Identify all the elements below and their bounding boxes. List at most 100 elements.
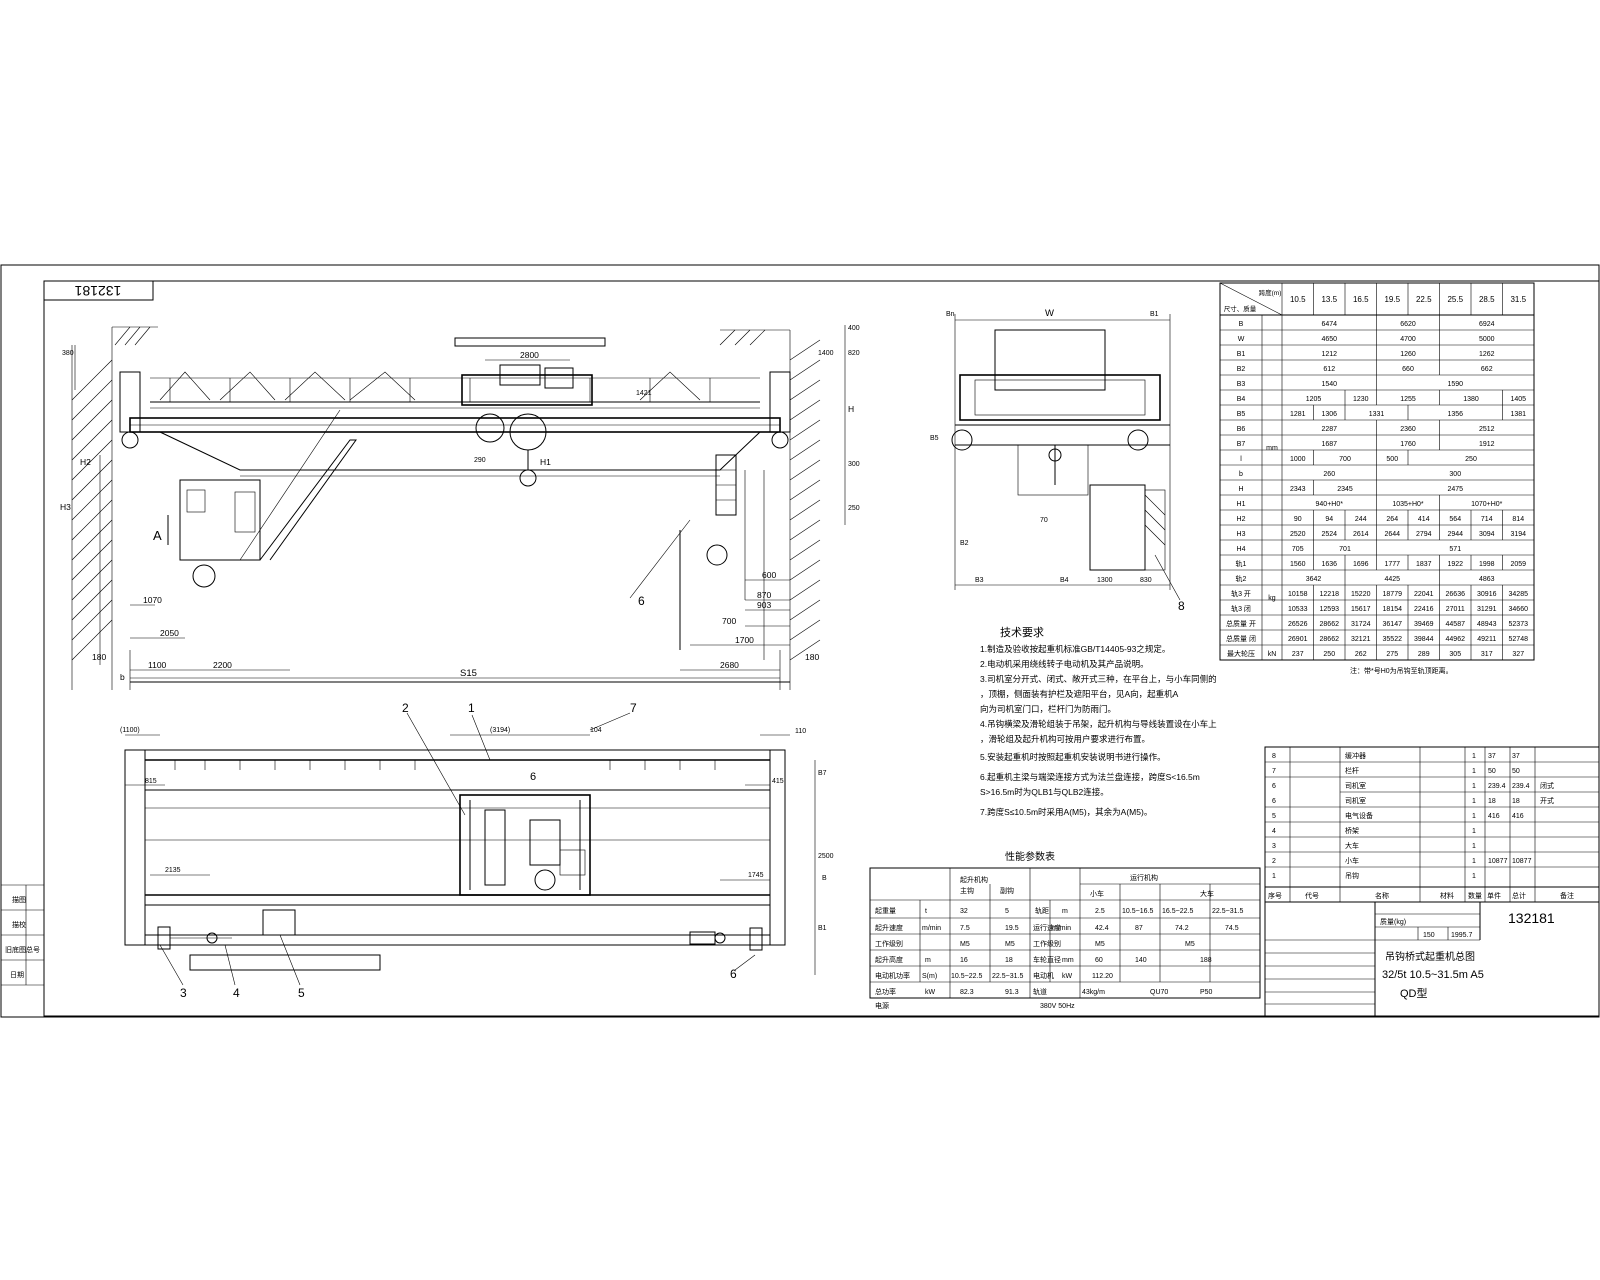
part-m2-7: 10877 [1512, 858, 1532, 865]
title-main: 吊钩桥式起重机总图 [1385, 950, 1475, 963]
dim-380: 380 [62, 350, 74, 357]
title-h-total: 总计 [1512, 891, 1526, 900]
spec-cell-12-2: 1070+H0* [1471, 501, 1503, 508]
spec-cell-13-2: 244 [1355, 516, 1367, 523]
spec-cell-19-1: 12593 [1320, 606, 1340, 613]
spec-cell-13-5: 564 [1449, 516, 1461, 523]
perf-r7-c0: 电源 [875, 1001, 889, 1010]
perf-r2-c9: 74.5 [1225, 925, 1239, 932]
dims-front [74, 325, 846, 679]
spec-cell-14-4: 2794 [1416, 531, 1432, 538]
dim-903: 903 [757, 600, 771, 610]
spec-cell-8-2: 1912 [1479, 441, 1495, 448]
perf-r1-c1: t [925, 908, 927, 915]
spec-cell-5-1: 1230 [1353, 396, 1369, 403]
spec-cell-16-5: 1922 [1447, 561, 1463, 568]
plan-railing-posts [174, 760, 716, 770]
plan-b7: B7 [818, 770, 827, 777]
perf-r1-c0: 起重量 [875, 907, 896, 915]
tech-note-8: 5.安装起重机时按照起重机安装说明书进行操作。 [980, 752, 1166, 762]
plan-1745: 1745 [748, 872, 764, 879]
spec-span-3: 19.5 [1384, 295, 1400, 304]
spec-cell-14-0: 2520 [1290, 531, 1306, 538]
part-m2-0: 37 [1512, 753, 1520, 760]
part-m1-2: 239.4 [1488, 783, 1506, 790]
spec-rowname-18: 轨3 开 [1231, 589, 1251, 598]
part-name-3: 司机室 [1345, 796, 1366, 805]
spec-cell-9-3: 250 [1465, 456, 1477, 463]
spec-header-span: 跨度(m) [1259, 288, 1282, 297]
spec-cell-0-1: 6620 [1400, 321, 1416, 328]
dim-1100: 1100 [148, 660, 167, 670]
spec-cell-15-2: 571 [1449, 546, 1461, 553]
perf-r1-c5: m [1062, 908, 1068, 915]
hoppers [159, 371, 701, 401]
spec-cell-16-0: 1560 [1290, 561, 1306, 568]
perf-r7-c5: 380V 50Hz [1040, 1003, 1075, 1010]
spec-cell-19-7: 34660 [1509, 606, 1529, 613]
spec-rowname-11: H [1238, 486, 1243, 493]
perf-table: 性能参数表 起升机构 运行机构 主钩 副钩 小车 大车 起重量 t 32 5 轨… [869, 850, 1261, 1010]
perf-r2-c3: 19.5 [1005, 925, 1019, 932]
spec-rowname-3: B2 [1237, 366, 1246, 373]
spec-cell-15-0: 705 [1292, 546, 1304, 553]
trolley [461, 374, 593, 406]
title-spec: 32/5t 10.5~31.5m A5 [1382, 969, 1484, 981]
spec-cell-19-3: 18154 [1383, 606, 1403, 613]
spec-rowname-10: b [1239, 471, 1243, 478]
spec-rowname-14: H3 [1237, 531, 1246, 538]
tech-note-3: 3.司机室分开式、闭式、敞开式三种，在平台上，与小车同侧的 [980, 674, 1217, 684]
spec-cell-8-0: 1687 [1321, 441, 1337, 448]
part-no-5: 4 [1272, 828, 1276, 835]
spec-cell-22-3: 275 [1386, 651, 1398, 658]
side-b4: B4 [1060, 577, 1069, 584]
spec-cell-21-1: 28662 [1320, 636, 1340, 643]
part-qty-2: 1 [1472, 783, 1476, 790]
title-h-qty: 数量 [1468, 891, 1482, 900]
title-code: 132181 [1508, 910, 1555, 926]
spec-cell-15-1: 701 [1339, 546, 1351, 553]
spec-cell-13-4: 414 [1418, 516, 1430, 523]
side-b2: B2 [960, 540, 969, 547]
spec-rowname-22: 最大轮压 [1227, 649, 1255, 658]
spec-cell-3-1: 660 [1402, 366, 1414, 373]
spec-cell-8-1: 1760 [1400, 441, 1416, 448]
spec-cell-19-6: 31291 [1477, 606, 1497, 613]
perf-r6-c1: kW [925, 989, 936, 996]
wall-hatch-left [71, 326, 158, 690]
perf-h-lift: 起升机构 [960, 875, 988, 884]
perf-r5-c2: 10.5~22.5 [951, 973, 982, 980]
spec-cell-20-1: 28662 [1320, 621, 1340, 628]
trolley-side [994, 329, 1106, 391]
spec-cell-13-6: 714 [1481, 516, 1493, 523]
spec-cell-20-7: 52373 [1509, 621, 1529, 628]
perf-r2-c4: 运行速度 [1033, 923, 1061, 932]
part-no-0: 8 [1272, 753, 1276, 760]
part-qty-6: 1 [1472, 843, 1476, 850]
side-view: W Bn B1 B3 B4 1300 830 70 B2 B5 8 [930, 308, 1185, 613]
part-name-6: 大车 [1345, 841, 1359, 850]
spec-cell-1-2: 5000 [1479, 336, 1495, 343]
spec-unit-mm: mm [1266, 445, 1278, 452]
side-bn: Bn [946, 311, 955, 318]
spec-cell-21-0: 26901 [1288, 636, 1308, 643]
railing [150, 377, 760, 402]
spec-cell-22-1: 250 [1323, 651, 1335, 658]
dim-2050: 2050 [160, 628, 179, 638]
spec-unit-kg: kg [1268, 595, 1276, 602]
dim-870: 870 [757, 590, 771, 600]
callout-7: 7 [630, 701, 637, 715]
side-1300: 1300 [1097, 577, 1113, 584]
tech-note-10: S>16.5m时为QLB1与QLB2连接。 [980, 787, 1109, 797]
spec-span-4: 22.5 [1416, 295, 1432, 304]
spec-cell-20-4: 39469 [1414, 621, 1434, 628]
perf-r2-c7: 87 [1135, 925, 1143, 932]
dim-1700: 1700 [735, 635, 754, 645]
perf-r4-c2: 16 [960, 957, 968, 964]
spec-rowname-9: l [1240, 456, 1242, 463]
perf-r1-c4: 轨距 [1035, 906, 1049, 915]
plan-815: 815 [145, 778, 157, 785]
spec-cell-19-5: 27011 [1446, 606, 1465, 613]
electrical-box [262, 909, 296, 936]
dim-1400: 1400 [818, 350, 834, 357]
